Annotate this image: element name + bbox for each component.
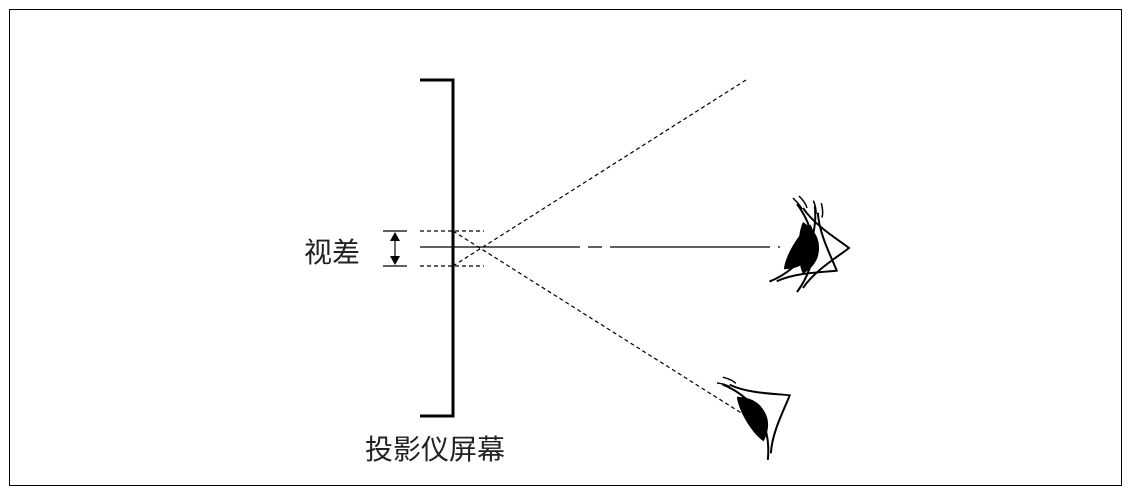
eye-icon	[792, 195, 851, 293]
parallax-label: 视差	[304, 236, 360, 269]
eye-icon	[716, 376, 792, 460]
figure-border	[9, 9, 1122, 486]
projector-screen	[420, 78, 455, 418]
sight-line-top	[452, 79, 747, 267]
double-arrow-icon	[383, 230, 407, 267]
sight-line-bottom	[452, 230, 747, 417]
screen-label: 投影仪屏幕	[365, 433, 505, 466]
